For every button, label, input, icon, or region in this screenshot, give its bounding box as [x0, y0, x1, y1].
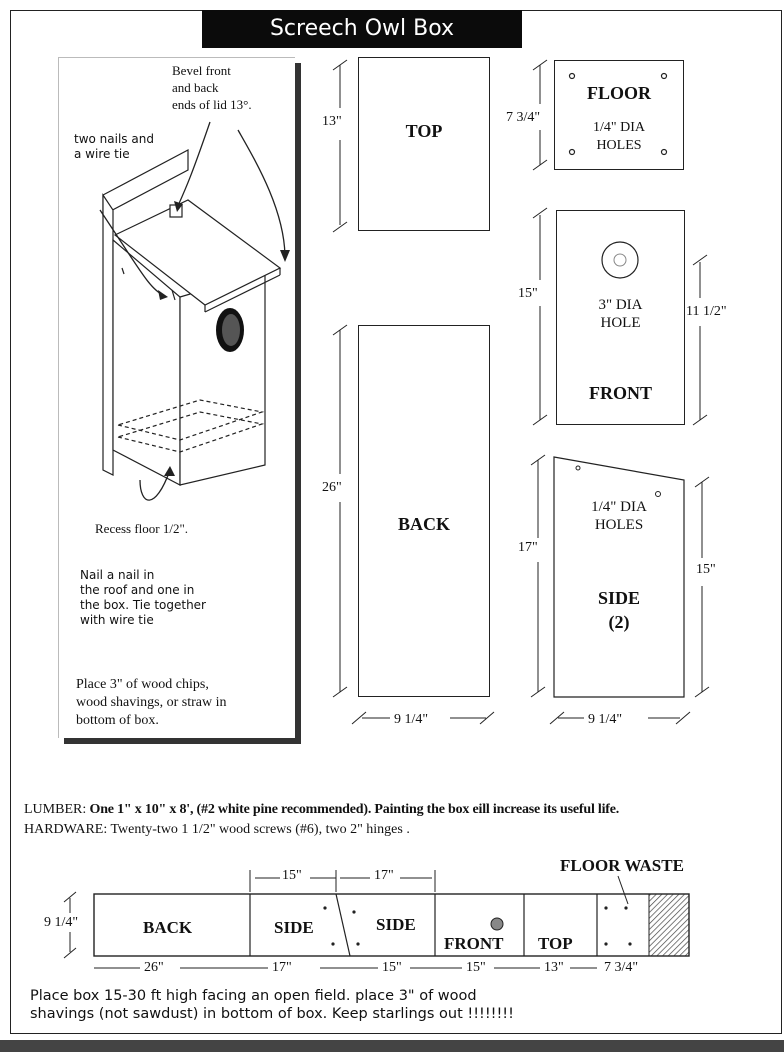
back-board-edge: [102, 193, 114, 476]
side-label: SIDE: [597, 588, 641, 608]
recess-note: Recess floor 1/2".: [95, 521, 189, 536]
bottom-dim-5: 13": [544, 960, 564, 975]
top-label: TOP: [405, 121, 443, 141]
side-right-dim: 15": [696, 562, 716, 577]
floor-label: FLOOR: [586, 83, 651, 103]
hardware-text: Twenty-two 1 1/2" wood screws (#6), two …: [107, 822, 410, 837]
bottom-dim-1: 26": [144, 960, 164, 975]
floor-height-dim: 7 3/4": [506, 110, 541, 125]
cut-label-side-1: SIDE: [274, 918, 314, 937]
bevel-note: Bevel front and back ends of lid 13°.: [172, 63, 252, 112]
side-left-dim: 17": [518, 540, 538, 555]
bottom-dim-4: 15": [466, 960, 486, 975]
front-hole-mark: [490, 917, 504, 931]
floor-note: 1/4" DIA HOLES: [593, 120, 645, 153]
hardware-line: HARDWARE: Twenty-two 1 1/2" wood screws …: [24, 820, 410, 840]
recess-arrow: [139, 469, 171, 501]
top-height-dim: 13": [322, 114, 342, 129]
top-dim-2: 17": [374, 868, 394, 883]
side-count: (2): [608, 612, 630, 632]
bottom-dim-2: 17": [272, 960, 292, 975]
bottom-dim-3: 15": [382, 960, 402, 975]
front-hole: [601, 241, 639, 279]
side-note: 1/4" DIA HOLES: [591, 499, 647, 533]
back-label: BACK: [397, 514, 450, 534]
hardware-label: HARDWARE:: [24, 822, 108, 837]
front-label: FRONT: [589, 383, 652, 403]
footer-line-1: Place box 15-30 ft high facing an open f…: [30, 988, 477, 1004]
bevel-arrow: [237, 129, 286, 259]
back-width-dim: 9 1/4": [394, 712, 429, 727]
top-panel: TOP: [358, 57, 490, 231]
title-banner: Screech Owl Box: [202, 10, 522, 48]
back-panel: BACK: [358, 325, 490, 697]
lumber-label: LUMBER:: [24, 802, 87, 817]
top-dim-1: 15": [282, 868, 302, 883]
back-height-dim: 26": [322, 480, 342, 495]
bottom-dim-6: 7 3/4": [604, 960, 639, 975]
side-panel-shape: [553, 456, 685, 698]
front-panel: 3" DIA HOLE FRONT: [556, 210, 685, 425]
floor-dashed: [115, 399, 265, 441]
front-note: 3" DIA HOLE: [598, 297, 643, 331]
cut-label-top: TOP: [538, 934, 573, 953]
placement-instructions: Place box 15-30 ft high facing an open f…: [30, 987, 514, 1023]
floor-waste-label: FLOOR WASTE: [560, 856, 684, 875]
front-right-dim: 11 1/2": [686, 304, 727, 319]
chips-note: Place 3" of wood chips, wood shavings, o…: [76, 677, 227, 728]
nails-note: two nails and a wire tie: [74, 132, 154, 161]
bottom-strip: [0, 1040, 784, 1052]
footer-line-2: shavings (not sawdust) in bottom of box.…: [30, 1006, 514, 1022]
waste-area: [648, 893, 690, 957]
front-left-dim: 15": [518, 286, 538, 301]
cut-label-back: BACK: [143, 918, 193, 937]
lumber-line: LUMBER: One 1" x 10" x 8', (#2 white pin…: [24, 800, 619, 820]
cut-label-side-2: SIDE: [376, 915, 416, 934]
side-width-dim: 9 1/4": [588, 712, 623, 727]
lumber-text: One 1" x 10" x 8', (#2 white pine recomm…: [86, 802, 620, 817]
nail-instructions: Nail a nail in the roof and one in the b…: [80, 568, 206, 627]
board-width-dim: 9 1/4": [44, 915, 79, 930]
cut-label-front: FRONT: [444, 934, 504, 953]
floor-holes: [568, 72, 668, 156]
